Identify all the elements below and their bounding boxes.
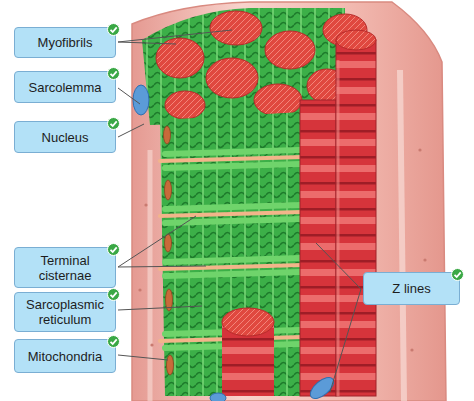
label-box: Nucleus — [14, 121, 116, 153]
label-box: Sarcoplasmic reticulum — [14, 292, 116, 332]
label-text: Z lines — [384, 279, 438, 298]
check-icon — [451, 268, 464, 281]
check-icon — [107, 288, 120, 301]
label-box: Mitochondria — [14, 339, 116, 373]
label-box: Z lines — [363, 272, 460, 305]
label-text: Terminal cisternae — [15, 251, 115, 285]
label-box: Sarcolemma — [14, 71, 116, 103]
label-box: Terminal cisternae — [14, 247, 116, 288]
label-text: Sarcolemma — [21, 78, 110, 97]
label-text: Nucleus — [34, 128, 97, 147]
label-text: Sarcoplasmic reticulum — [15, 295, 115, 329]
label-text: Myofibrils — [30, 33, 101, 52]
check-icon — [107, 23, 120, 36]
label-box: Myofibrils — [14, 27, 116, 58]
check-icon — [107, 117, 120, 130]
label-text: Mitochondria — [20, 347, 110, 366]
check-icon — [107, 67, 120, 80]
check-icon — [107, 243, 120, 256]
check-icon — [107, 335, 120, 348]
